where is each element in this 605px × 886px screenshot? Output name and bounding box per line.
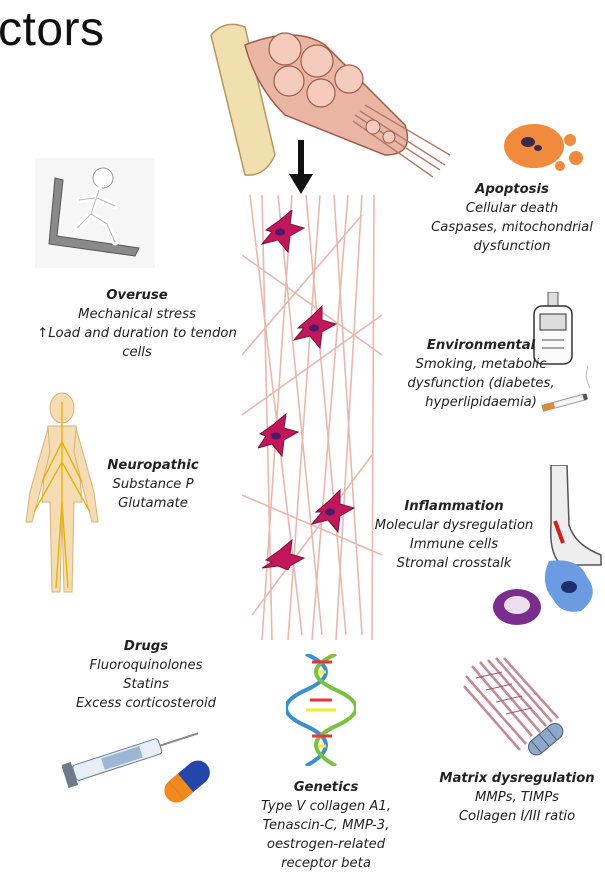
inflammation-block: Inflammation Molecular dysregulation Imm…: [365, 497, 543, 573]
inflammation-line-2: Immune cells: [365, 535, 543, 554]
environmental-line-1: Smoking, metabolic: [406, 355, 556, 374]
drugs-line-3: Excess corticosteroid: [56, 694, 236, 713]
neuropathic-heading: Neuropathic: [100, 456, 206, 475]
apoptosis-heading: Apoptosis: [412, 180, 605, 199]
tendon-bundle-illustration: [205, 5, 465, 185]
apoptosis-line-1: Cellular death: [412, 199, 605, 218]
drugs-block: Drugs Fluoroquinolones Statins Excess co…: [56, 637, 236, 713]
environmental-line-3: hyperlipidaemia): [406, 393, 556, 412]
genetics-block: Genetics Type V collagen A1, Tenascin-C,…: [256, 778, 396, 873]
apoptosis-line-3: dysfunction: [412, 237, 605, 256]
overuse-line-1: Mechanical stress: [8, 305, 266, 324]
treadmill-runner-icon: [35, 158, 155, 268]
matrix-heading: Matrix dysregulation: [432, 769, 602, 788]
collagen-fibre-bundle-icon: [462, 656, 572, 766]
overuse-line-2: ↑Load and duration to tendon: [8, 324, 266, 343]
neuropathic-block: Neuropathic Substance P Glutamate: [100, 456, 206, 513]
matrix-line-2: Collagen I/III ratio: [432, 807, 602, 826]
genetics-line-4: receptor beta: [256, 854, 396, 873]
environmental-heading: Environmental: [406, 336, 556, 355]
apoptosis-block: Apoptosis Cellular death Caspases, mitoc…: [412, 180, 605, 256]
matrix-dysregulation-block: Matrix dysregulation MMPs, TIMPs Collage…: [432, 769, 602, 826]
inflammation-heading: Inflammation: [365, 497, 543, 516]
apoptosis-line-2: Caspases, mitochondrial: [412, 218, 605, 237]
drugs-heading: Drugs: [56, 637, 236, 656]
genetics-line-3: oestrogen-related: [256, 835, 396, 854]
genetics-heading: Genetics: [256, 778, 396, 797]
inflammation-line-1: Molecular dysregulation: [365, 516, 543, 535]
inflammation-line-3: Stromal crosstalk: [365, 554, 543, 573]
overuse-block: Overuse Mechanical stress ↑Load and dura…: [8, 286, 266, 362]
drugs-line-2: Statins: [56, 675, 236, 694]
apoptotic-cell-icon: [500, 120, 590, 176]
neuropathic-line-2: Glutamate: [100, 494, 206, 513]
down-arrow-icon: [289, 140, 313, 196]
neuropathic-line-1: Substance P: [100, 475, 206, 494]
overuse-heading: Overuse: [8, 286, 266, 305]
environmental-line-2: dysfunction (diabetes,: [406, 374, 556, 393]
genetics-line-2: Tenascin-C, MMP-3,: [256, 816, 396, 835]
syringe-and-pill-icon: [62, 718, 222, 808]
environmental-block: Environmental Smoking, metabolic dysfunc…: [406, 336, 556, 412]
dna-helix-icon: [286, 654, 356, 766]
slide-title-fragment: ctors: [0, 2, 105, 57]
matrix-line-1: MMPs, TIMPs: [432, 788, 602, 807]
nervous-system-figure-icon: [22, 392, 102, 602]
drugs-line-1: Fluoroquinolones: [56, 656, 236, 675]
overuse-line-3: cells: [8, 343, 266, 362]
genetics-line-1: Type V collagen A1,: [256, 797, 396, 816]
